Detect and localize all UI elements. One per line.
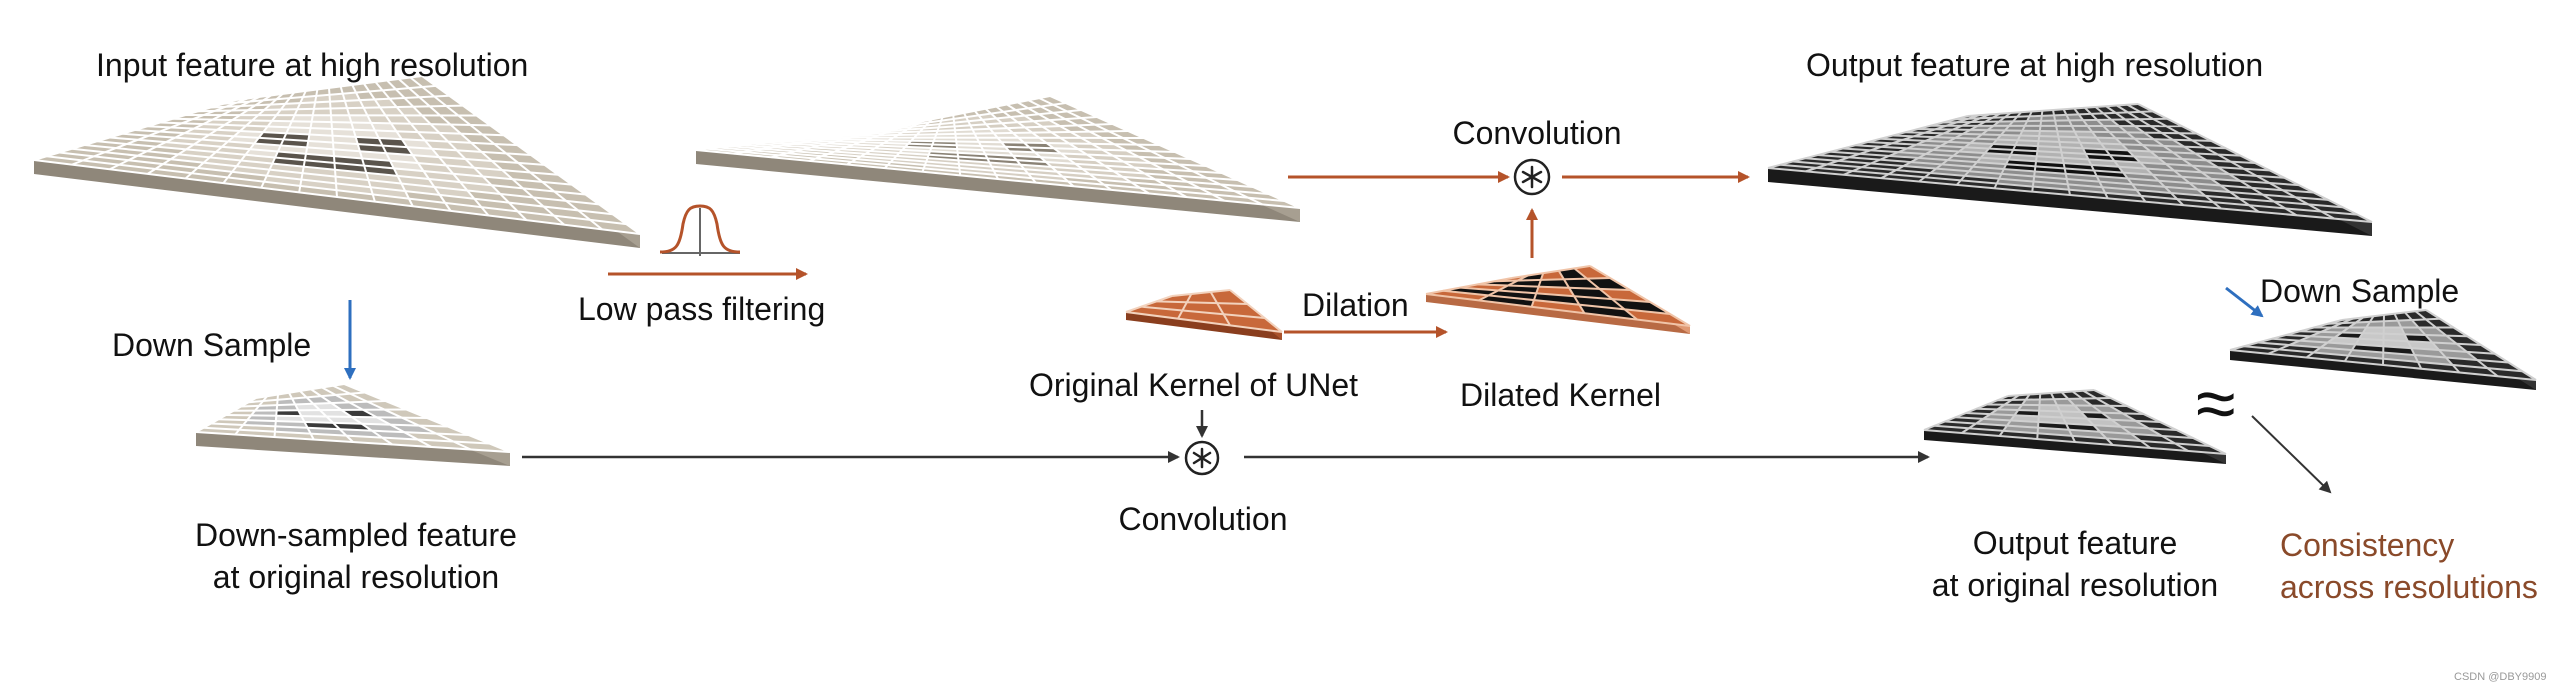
watermark: CSDN @DBY9909 xyxy=(2454,671,2547,683)
filtered-feature-grid xyxy=(695,95,1301,222)
label-consistency-line2: across resolutions xyxy=(2280,569,2538,605)
label-dilation: Dilation xyxy=(1302,287,1409,323)
approx-symbol: ≈ xyxy=(2196,364,2236,444)
label-convolution-bottom: Convolution xyxy=(1118,501,1288,537)
conv-operator-bottom-icon xyxy=(1184,440,1220,476)
dilated-kernel-grid xyxy=(1425,265,1691,334)
label-output-orig-line1: Output feature xyxy=(1972,525,2178,561)
low-pass-filter-icon xyxy=(659,204,741,256)
label-input-feature: Input feature at high resolution xyxy=(96,47,529,83)
label-output-orig-line2: at original resolution xyxy=(1931,567,2219,603)
output-downsampled-grid xyxy=(2229,309,2537,390)
label-down-sample-right: Down Sample xyxy=(2260,273,2460,309)
downsampled-feature-grid xyxy=(195,383,511,466)
label-down-sample-left: Down Sample xyxy=(112,327,312,363)
output-feature-original-res-grid xyxy=(1923,389,2227,464)
conv-operator-top-icon xyxy=(1513,158,1551,196)
label-downsampled-line1: Down-sampled feature xyxy=(195,517,517,553)
input-feature-high-res-grid xyxy=(33,75,641,248)
output-feature-high-res-grid xyxy=(1767,103,2373,236)
down-sample-arrow-right xyxy=(2225,286,2264,318)
label-convolution-top: Convolution xyxy=(1452,115,1622,151)
label-original-kernel: Original Kernel of UNet xyxy=(1029,367,1359,403)
label-downsampled-line2: at original resolution xyxy=(212,559,500,595)
label-dilated-kernel: Dilated Kernel xyxy=(1460,377,1661,413)
label-consistency-line1: Consistency xyxy=(2280,527,2455,563)
original-kernel-grid xyxy=(1125,289,1283,340)
label-output-high: Output feature at high resolution xyxy=(1806,47,2264,83)
consistency-arrow xyxy=(2251,415,2332,494)
label-low-pass: Low pass filtering xyxy=(578,291,826,327)
